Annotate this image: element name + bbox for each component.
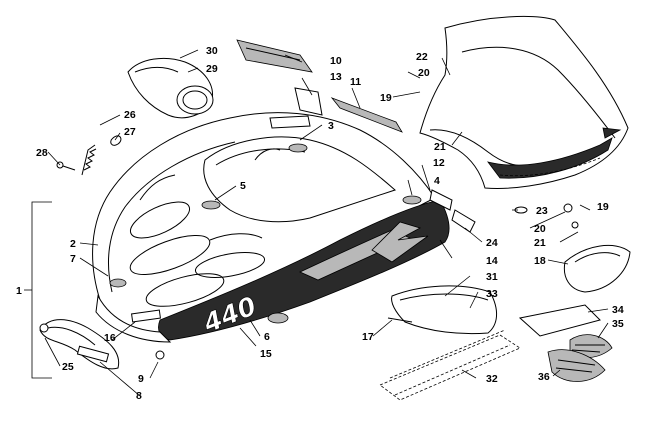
- callout-35: 35: [612, 318, 624, 330]
- callout-1: 1: [16, 285, 22, 297]
- leader-lines: [44, 49, 609, 397]
- callout-22: 22: [416, 51, 428, 63]
- callout-34: 34: [612, 304, 624, 316]
- callout-21b: 21: [534, 237, 546, 249]
- hood-badge-3: [288, 143, 308, 153]
- callout-27: 27: [124, 126, 136, 138]
- callout-36: 36: [538, 371, 550, 383]
- top-decals: [236, 39, 403, 133]
- callout-24: 24: [486, 237, 498, 249]
- callout-17: 17: [362, 331, 374, 343]
- callout-8: 8: [136, 390, 142, 402]
- callout-5: 5: [240, 180, 246, 192]
- headlight-shroud: [127, 57, 214, 119]
- callout-33: 33: [486, 288, 498, 300]
- callout-21a: 21: [434, 141, 446, 153]
- callout-19a: 19: [380, 92, 392, 104]
- callout-9: 9: [138, 373, 144, 385]
- group-bracket-1: [24, 201, 52, 379]
- hood-window: [203, 136, 396, 223]
- callout-29: 29: [206, 63, 218, 75]
- callout-3: 3: [328, 120, 334, 132]
- callout-11: 11: [350, 76, 361, 88]
- callout-4: 4: [434, 175, 440, 187]
- callout-14: 14: [486, 255, 498, 267]
- callout-31: 31: [486, 271, 498, 283]
- hood-badge-7: [109, 278, 127, 288]
- callout-18: 18: [534, 255, 546, 267]
- callout-28: 28: [36, 147, 48, 159]
- lower-bracket: [39, 319, 165, 370]
- callout-7: 7: [70, 253, 76, 265]
- callout-10: 10: [330, 55, 342, 67]
- callout-2: 2: [70, 238, 76, 250]
- belly-pan: [379, 285, 521, 401]
- callout-labels: 1 2 3 4 5 6 7 8 9 10 11 12 13 14 15 16 1…: [16, 45, 624, 402]
- hood-spring: [56, 135, 122, 176]
- hood-badge-5: [201, 200, 221, 210]
- callout-30: 30: [206, 45, 218, 57]
- callout-16: 16: [104, 332, 116, 344]
- windshield: [419, 15, 629, 189]
- skid-pads: [518, 304, 613, 382]
- hood-badge-4: [402, 195, 422, 205]
- callout-19b: 19: [597, 201, 609, 213]
- callout-12: 12: [433, 157, 445, 169]
- callout-20a: 20: [418, 67, 430, 79]
- callout-6: 6: [264, 331, 270, 343]
- hood-badge-6: [267, 312, 289, 324]
- side-parts: [429, 189, 631, 293]
- callout-13: 13: [330, 71, 342, 83]
- callout-25: 25: [62, 361, 74, 373]
- hood-assembly: 440: [92, 112, 450, 343]
- callout-20b: 20: [534, 223, 546, 235]
- callout-26: 26: [124, 109, 136, 121]
- callout-15: 15: [260, 348, 272, 360]
- callout-23: 23: [536, 205, 548, 217]
- callout-32: 32: [486, 373, 498, 385]
